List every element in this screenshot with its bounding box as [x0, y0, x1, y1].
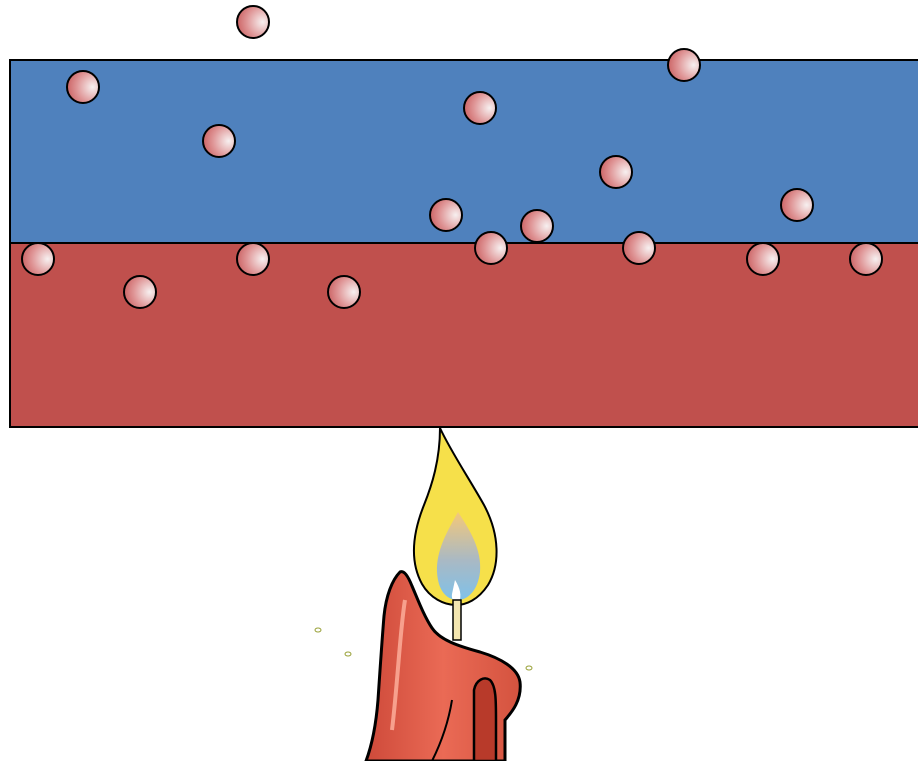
particle: [475, 232, 507, 264]
particle: [328, 276, 360, 308]
particle: [623, 232, 655, 264]
upper-layer: [10, 60, 918, 243]
particle: [668, 49, 700, 81]
particle: [237, 243, 269, 275]
flame-icon: [414, 428, 497, 605]
particle: [430, 199, 462, 231]
wick: [453, 600, 461, 640]
particle: [521, 210, 553, 242]
particle: [124, 276, 156, 308]
particle: [203, 125, 235, 157]
particle: [67, 71, 99, 103]
particle: [237, 6, 269, 38]
lower-layer: [10, 243, 918, 427]
particle: [781, 189, 813, 221]
particle: [22, 243, 54, 275]
particle: [600, 156, 632, 188]
particle: [747, 243, 779, 275]
particle: [464, 92, 496, 124]
particle: [850, 243, 882, 275]
